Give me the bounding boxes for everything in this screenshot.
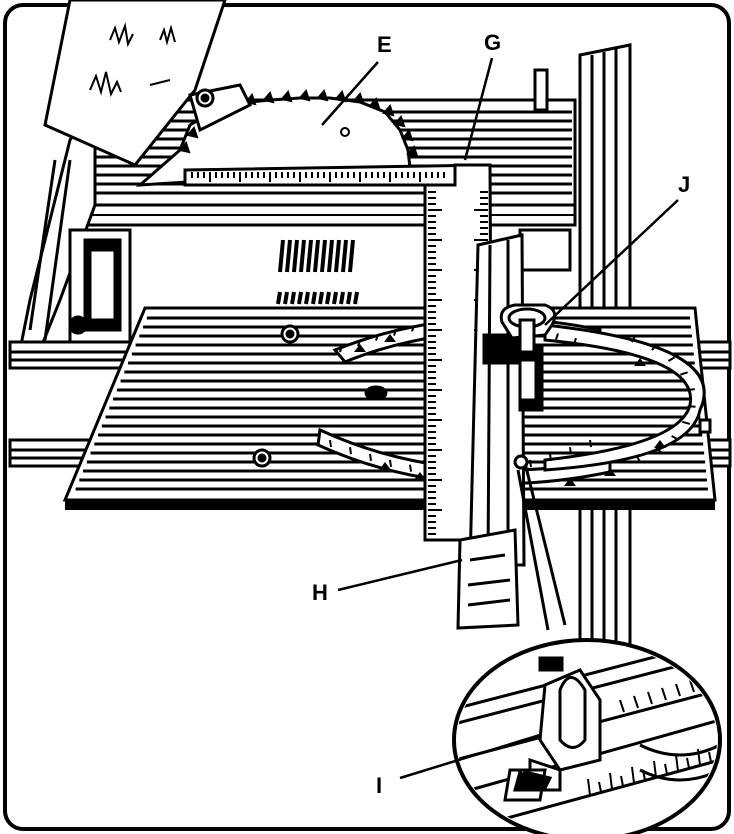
inset-scale-tick	[689, 679, 695, 693]
blade-tooth	[401, 129, 414, 142]
inset-scale-tick	[633, 695, 639, 709]
inset-scale-tick	[675, 754, 679, 772]
blade-tooth	[352, 92, 365, 105]
inset-scale-tick	[675, 683, 681, 697]
protractor-tick	[393, 329, 397, 336]
vent-slot	[327, 239, 334, 273]
inset-scale-tick	[620, 775, 624, 787]
blade-tooth	[334, 90, 347, 103]
vent-slot	[313, 239, 320, 273]
inset-scale-tick	[647, 691, 653, 705]
protractor-tick	[375, 334, 379, 341]
protractor-tick	[389, 459, 392, 468]
vent-slot	[290, 291, 296, 305]
vent-slot	[276, 291, 282, 305]
vent-slot	[304, 291, 310, 305]
protractor-tick	[573, 337, 577, 345]
inset-scale-tick	[664, 763, 668, 775]
fence-clamp	[482, 303, 557, 412]
protractor-tick	[357, 339, 361, 347]
protractor-tick	[667, 356, 676, 362]
vent-slot	[278, 239, 285, 273]
protractor-tick	[339, 345, 343, 353]
vent-slot	[299, 239, 306, 273]
vent-slot	[346, 291, 352, 305]
protractor-tick	[671, 435, 679, 441]
frame-border	[3, 3, 731, 831]
detail-inset	[452, 638, 722, 834]
blade-tooth	[186, 126, 199, 139]
protractor-tick	[569, 447, 572, 455]
protractor-tick	[686, 388, 695, 392]
label-e: E	[377, 32, 392, 57]
inset-scale-tick	[598, 781, 602, 793]
vent-slot	[292, 239, 299, 273]
vent-slot	[283, 291, 289, 305]
protractor-tick	[687, 405, 696, 408]
blade-tooth	[262, 91, 275, 104]
blade-tooth	[316, 89, 329, 102]
protractor-tick	[549, 453, 552, 462]
label-leaders	[321, 57, 679, 780]
label-j: J	[678, 172, 690, 197]
vent-slot	[348, 239, 355, 273]
protractor-tick	[630, 336, 636, 343]
protractor-tick	[329, 439, 332, 448]
vent-slot	[306, 239, 313, 273]
vent-slots	[276, 239, 359, 305]
inset-scale-tick	[619, 699, 625, 713]
protractor-tick	[655, 447, 662, 454]
protractor-tick	[555, 333, 559, 340]
protractor-tick	[369, 453, 372, 462]
vent-slot	[320, 239, 327, 273]
inset-scale-tick	[587, 778, 591, 796]
protractor-tick	[635, 455, 641, 463]
left-frame	[18, 94, 132, 352]
blade-guard	[43, 0, 253, 167]
inset-leader-lines	[513, 454, 567, 631]
label-i: I	[376, 773, 382, 798]
blade-tooth	[406, 145, 419, 158]
vent-slot	[285, 239, 292, 273]
inset-scale-tick	[661, 687, 667, 701]
blade-tooth	[178, 141, 191, 154]
vent-slot	[332, 291, 338, 305]
protractor-tick	[680, 371, 688, 376]
vent-slot	[334, 239, 341, 273]
vent-slot	[325, 291, 331, 305]
vent-slot	[297, 291, 303, 305]
label-h: H	[312, 580, 328, 605]
vent-slot	[318, 291, 324, 305]
blade-tooth	[368, 97, 381, 110]
vent-slot	[311, 291, 317, 305]
vent-slot	[353, 291, 359, 305]
blade-tooth	[382, 104, 395, 117]
protractor-tick	[349, 447, 352, 455]
blade-tooth	[393, 115, 406, 128]
protractor-tick	[651, 344, 658, 351]
blade-tooth	[298, 89, 311, 102]
inset-scale-tick	[653, 760, 657, 778]
vent-slot	[339, 291, 345, 305]
inset-scale-tick	[708, 751, 712, 763]
protractor-tick	[589, 439, 592, 448]
inset-scale-tick	[686, 757, 690, 769]
protractor-tick	[529, 459, 532, 468]
label-g: G	[484, 30, 501, 55]
inset-scale-tick	[631, 766, 635, 784]
table-screw-holes	[252, 324, 712, 468]
blade-tooth	[280, 90, 293, 103]
protractor-tick	[409, 464, 412, 472]
protractor-tick	[682, 420, 691, 425]
inset-scale-tick	[609, 772, 613, 790]
protractor-tick	[411, 325, 415, 332]
vent-slot	[341, 239, 348, 273]
